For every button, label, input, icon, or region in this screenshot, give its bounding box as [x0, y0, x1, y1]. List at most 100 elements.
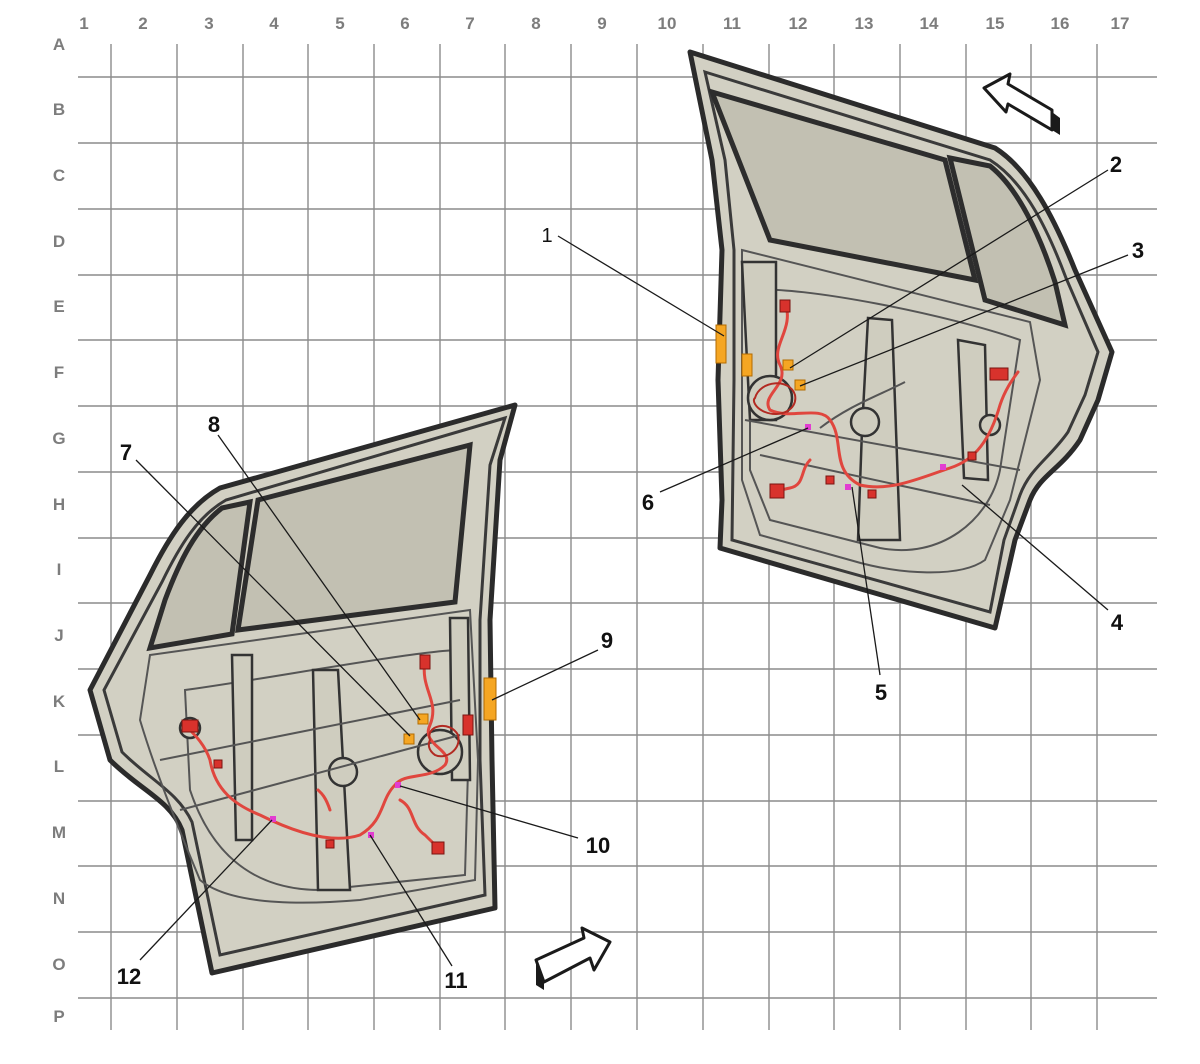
row-labels: A B C D E F G H I J K L M N O P: [52, 35, 66, 1026]
row-label: G: [52, 429, 65, 448]
right-rear-door: [687, 49, 1115, 631]
column-label: 6: [400, 14, 409, 33]
row-label: H: [53, 495, 65, 514]
column-label: 8: [531, 14, 540, 33]
connector: [462, 714, 474, 736]
left-rear-door: [87, 402, 518, 976]
callout-label: 10: [586, 833, 610, 858]
leader-line: [399, 785, 579, 839]
row-label: D: [53, 232, 65, 251]
connector: [368, 832, 374, 838]
connector: [825, 475, 835, 485]
row-label: F: [54, 363, 64, 382]
leader-line: [659, 427, 809, 493]
connector: [741, 353, 753, 377]
connector: [845, 484, 851, 490]
callouts: 1 2 3 4 5 6 7 8 9 10 11 12: [117, 152, 1144, 993]
callout-label: 9: [601, 628, 613, 653]
connector: [805, 424, 811, 430]
wiring-harness: [766, 300, 1020, 489]
wiring-harness-loop: [752, 382, 797, 415]
connector: [967, 451, 977, 461]
column-labels: 1 2 3 4 5 6 7 8 9 10 11 12 13 14 15 16 1…: [79, 14, 1129, 33]
callout-label: 12: [117, 964, 141, 989]
connector: [419, 654, 431, 670]
leader-lines: [135, 169, 1129, 967]
leader-line: [851, 486, 881, 676]
connector: [483, 677, 497, 721]
callout-label: 1: [541, 225, 552, 247]
leader-line: [369, 834, 453, 967]
door-inner-trim: [138, 608, 480, 904]
connector: [715, 324, 727, 364]
row-label: K: [53, 692, 66, 711]
connector: [940, 464, 946, 470]
column-label: 11: [723, 14, 741, 33]
row-label: O: [52, 955, 65, 974]
connector: [989, 367, 1009, 381]
window-regulator-arm: [819, 381, 906, 429]
column-label: 2: [138, 14, 147, 33]
row-label: M: [52, 823, 66, 842]
connector: [794, 379, 806, 391]
connector: [782, 359, 794, 371]
leader-line: [557, 235, 725, 337]
leader-line: [139, 819, 273, 961]
column-label: 16: [1051, 14, 1070, 33]
connector: [779, 299, 791, 313]
connector: [417, 713, 429, 725]
door-frame-inner: [102, 415, 508, 957]
regulator-motor: [849, 406, 881, 438]
connector: [213, 759, 223, 769]
row-label: A: [53, 35, 65, 54]
door-beam: [179, 734, 461, 811]
row-label: C: [53, 166, 65, 185]
leader-line: [789, 169, 1109, 369]
door-inner-trim: [741, 248, 1042, 574]
door-quarter-glass: [146, 498, 253, 652]
callout-label: 8: [208, 412, 220, 437]
connector: [403, 733, 415, 745]
connector: [769, 483, 785, 499]
regulator-motor: [327, 756, 359, 788]
wiring-harness-branch: [316, 788, 332, 812]
callout-label: 11: [444, 968, 467, 993]
callout-label: 7: [120, 440, 132, 465]
leader-line: [799, 254, 1129, 387]
leader-line: [217, 434, 421, 721]
row-label: L: [54, 757, 64, 776]
door-window-glass: [707, 88, 979, 284]
column-label: 14: [920, 14, 939, 33]
window-regulator-track: [230, 653, 254, 842]
row-label: J: [54, 626, 63, 645]
door-beam: [159, 699, 461, 761]
door-quarter-glass: [946, 154, 1069, 329]
column-label: 15: [986, 14, 1005, 33]
column-label: 12: [789, 14, 808, 33]
column-label: 7: [465, 14, 474, 33]
vehicle-front-arrow-icon: [534, 926, 612, 990]
connector: [431, 841, 445, 855]
leader-line: [135, 459, 411, 737]
connector: [325, 839, 335, 849]
connector: [181, 719, 199, 733]
column-label: 1: [79, 14, 88, 33]
callout-label: 6: [642, 490, 654, 515]
row-label: B: [53, 100, 65, 119]
connector: [270, 816, 276, 822]
column-label: 5: [335, 14, 344, 33]
leader-line: [491, 649, 599, 701]
column-label: 4: [269, 14, 279, 33]
door-inner-recess: [749, 288, 1022, 552]
door-beam: [744, 419, 1021, 471]
leader-line: [961, 484, 1109, 611]
door-window-glass: [235, 441, 473, 633]
column-label: 3: [204, 14, 213, 33]
connector: [395, 782, 401, 788]
column-label: 9: [597, 14, 606, 33]
column-label: 17: [1111, 14, 1130, 33]
callout-label: 3: [1132, 238, 1144, 263]
wiring-harness-loop: [427, 725, 460, 758]
callout-label: 5: [875, 680, 887, 705]
